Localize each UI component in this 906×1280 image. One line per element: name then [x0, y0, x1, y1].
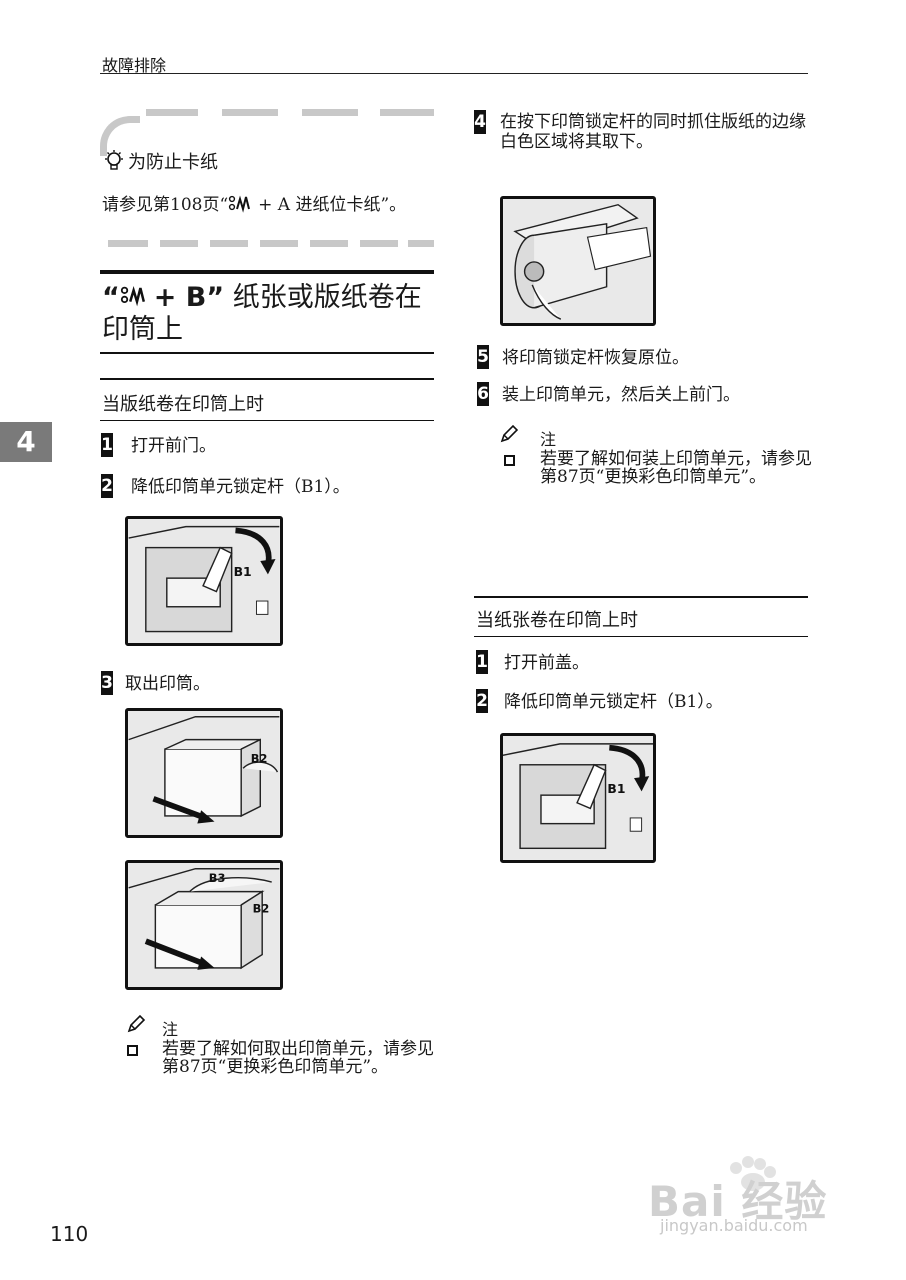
- step-text: 取出印筒。: [125, 674, 210, 694]
- step-number: 6: [477, 382, 489, 406]
- tip-body: 请参见第108页“ + A 进纸位卡纸”。: [102, 190, 406, 215]
- figure-label: B2: [253, 902, 270, 916]
- subsection-rule-bottom: [474, 636, 808, 637]
- note-label: 注: [540, 430, 557, 449]
- figure-remove-drum-2: B3 B2: [125, 860, 283, 990]
- step-number: 3: [101, 671, 113, 695]
- tip-body-suffix: 进纸位卡纸”。: [290, 195, 407, 215]
- figure-label: B1: [607, 782, 625, 796]
- note-text: 若要了解如何装上印筒单元，请参见第87页“更换彩色印筒单元”。: [540, 449, 812, 487]
- pencil-icon: [500, 424, 519, 443]
- tip-body-code: + A: [258, 195, 291, 215]
- note-bullet-box: [504, 455, 515, 466]
- figure-label: B2: [251, 752, 268, 766]
- running-header: 故障排除: [102, 56, 167, 75]
- subsection-rule-bottom: [100, 420, 434, 421]
- baidu-paw-logo: [730, 1156, 776, 1191]
- subsection-rule-top: [474, 596, 808, 598]
- step-number: 5: [477, 345, 489, 369]
- figure-remove-drum-1: B2: [125, 708, 283, 838]
- tip-body-prefix: 请参见第108页“: [102, 195, 229, 215]
- header-divider: [100, 73, 808, 74]
- step-text: 在按下印筒锁定杆的同时抓住版纸的边缘白色区域将其取下。: [500, 112, 806, 152]
- step-text: 打开前盖。: [504, 653, 589, 673]
- figure-peel-master: [500, 196, 656, 326]
- tip-title-text: 为防止卡纸: [128, 152, 218, 173]
- lightbulb-icon: [105, 150, 123, 170]
- subsection-title-left: 当版纸卷在印筒上时: [102, 394, 264, 415]
- chapter-tab[interactable]: 4: [0, 422, 52, 462]
- figure-lock-lever-2: B1: [500, 733, 656, 863]
- step-text: 降低印筒单元锁定杆（B1）。: [504, 692, 723, 712]
- section-title-code: + B”: [153, 282, 225, 313]
- figure-lock-lever: B1: [125, 516, 283, 646]
- page-number: 110: [50, 1222, 89, 1246]
- watermark-brand: Bai 经验: [648, 1177, 828, 1226]
- section-title-text: 纸张或版纸卷在印筒上: [102, 282, 422, 345]
- step-number: 1: [101, 433, 113, 457]
- watermark-url: jingyan.baidu.com: [660, 1216, 808, 1235]
- tip-corner: [100, 116, 140, 156]
- step-number: 1: [476, 650, 488, 674]
- section-title: “ + B” 纸张或版纸卷在印筒上: [102, 282, 432, 346]
- note-label: 注: [162, 1020, 179, 1039]
- section-rule-bottom: [100, 352, 434, 354]
- paper-jam-icon: [120, 285, 145, 307]
- step-text: 降低印筒单元锁定杆（B1）。: [131, 477, 350, 497]
- section-rule-top: [100, 270, 434, 274]
- pencil-icon: [127, 1014, 146, 1033]
- tip-heading: 为防止卡纸: [102, 148, 218, 174]
- section-title-quote: “: [102, 282, 120, 313]
- step-text: 打开前门。: [131, 436, 216, 456]
- figure-label: B3: [209, 871, 226, 885]
- paper-jam-icon: [229, 195, 251, 213]
- subsection-rule-top: [100, 378, 434, 380]
- step-text: 将印筒锁定杆恢复原位。: [502, 348, 689, 368]
- step-number: 2: [101, 474, 113, 498]
- note-bullet-box: [127, 1045, 138, 1056]
- step-text: 装上印筒单元，然后关上前门。: [502, 385, 740, 405]
- step-number: 2: [476, 689, 488, 713]
- subsection-title-right: 当纸张卷在印筒上时: [476, 610, 638, 631]
- note-text: 若要了解如何取出印筒单元，请参见第87页“更换彩色印筒单元”。: [162, 1039, 434, 1077]
- figure-label: B1: [234, 564, 252, 579]
- step-number: 4: [474, 110, 486, 134]
